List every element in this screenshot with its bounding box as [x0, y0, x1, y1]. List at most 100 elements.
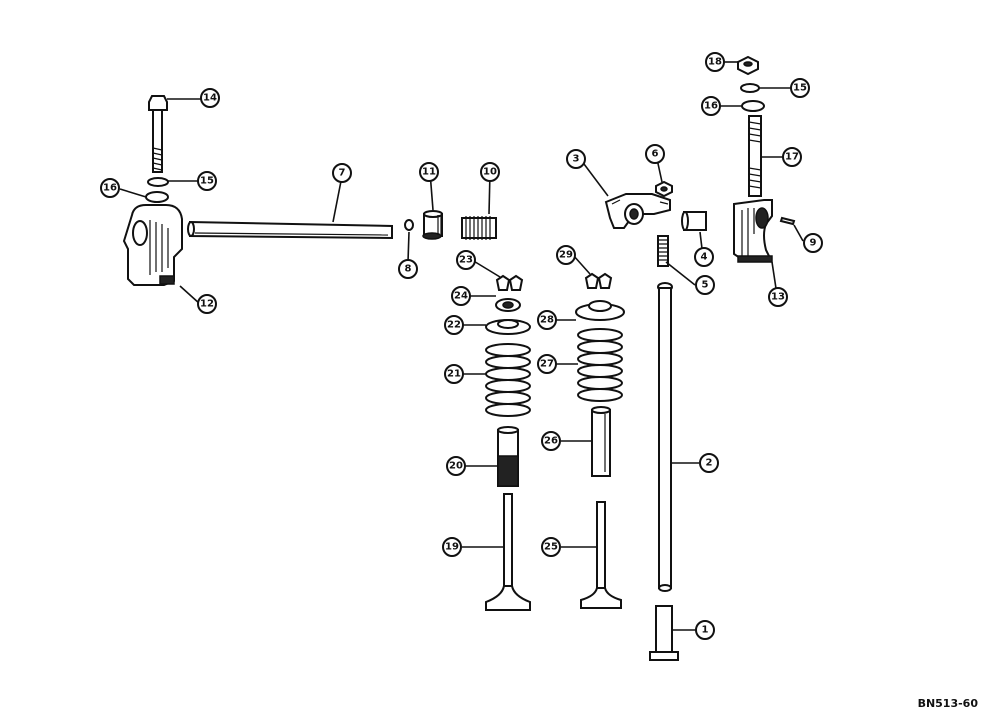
callout-24: 24 [451, 286, 471, 306]
callout-29: 29 [556, 245, 576, 265]
washer-15-left [147, 177, 169, 187]
bolt-14 [148, 95, 168, 173]
callout-circle [566, 149, 586, 169]
callout-18: 18 [705, 52, 725, 72]
callout-14: 14 [200, 88, 220, 108]
callout-circle [694, 247, 714, 267]
callout-circle [541, 431, 561, 451]
spring-retainer-28 [575, 300, 625, 321]
callout-number: 20 [449, 461, 463, 472]
washer-16-left [145, 191, 169, 203]
callout-number: 22 [447, 320, 461, 331]
callout-2: 2 [699, 453, 719, 473]
leader-lines [119, 61, 804, 631]
callout-circle [701, 96, 721, 116]
callout-23: 23 [456, 250, 476, 270]
callout-15: 15 [197, 171, 217, 191]
callout-circle [782, 147, 802, 167]
callout-number: 12 [200, 299, 214, 310]
callout-circle [556, 245, 576, 265]
shaft-spring-10 [461, 216, 497, 240]
rocker-shaft-7 [187, 220, 393, 240]
callout-number: 14 [203, 93, 217, 104]
callout-10: 10 [480, 162, 500, 182]
callout-number: 25 [544, 542, 558, 553]
valve-guide-26 [591, 406, 611, 477]
callout-number: 7 [339, 168, 346, 179]
shaft-spacer-11 [422, 210, 443, 240]
callout-circle [444, 315, 464, 335]
callout-circle [419, 162, 439, 182]
callout-number: 10 [483, 167, 497, 178]
callout-number: 16 [704, 101, 718, 112]
callout-circle [541, 537, 561, 557]
callout-number: 5 [702, 280, 709, 291]
callout-circle [537, 310, 557, 330]
tappet-1 [649, 605, 679, 661]
callout-25: 25 [541, 537, 561, 557]
callout-circle [456, 250, 476, 270]
callout-number: 6 [652, 149, 659, 160]
callout-number: 13 [771, 292, 785, 303]
callout-circle [100, 178, 120, 198]
adjusting-screw-5 [657, 235, 669, 267]
callout-circle [790, 78, 810, 98]
callout-circle [480, 162, 500, 182]
rocker-shaft-bracket-12 [122, 204, 183, 286]
push-rod-2 [657, 282, 673, 592]
callout-22: 22 [444, 315, 464, 335]
callout-circle [197, 171, 217, 191]
callout-number: 28 [540, 315, 554, 326]
callout-number: 18 [708, 57, 722, 68]
callout-6: 6 [645, 144, 665, 164]
spring-retainer-22 [485, 319, 531, 335]
callout-number: 17 [785, 152, 799, 163]
washer-15-right [740, 83, 760, 93]
callout-number: 19 [445, 542, 459, 553]
callout-7: 7 [332, 163, 352, 183]
rocker-shaft-bracket-13 [733, 199, 773, 263]
callout-circle [200, 88, 220, 108]
callout-number: 9 [810, 238, 817, 249]
callout-circle [537, 354, 557, 374]
callout-number: 8 [405, 264, 412, 275]
exhaust-valve-25 [580, 501, 622, 609]
callout-number: 16 [103, 183, 117, 194]
callout-number: 23 [459, 255, 473, 266]
callout-number: 27 [540, 359, 554, 370]
callout-number: 1 [702, 625, 709, 636]
drawing-code: BN513-60 [917, 697, 978, 710]
callout-circle [803, 233, 823, 253]
callout-number: 26 [544, 436, 558, 447]
callout-16: 16 [701, 96, 721, 116]
callout-3: 3 [566, 149, 586, 169]
stud-17 [748, 115, 762, 197]
intake-valve-19 [485, 493, 531, 611]
callout-number: 2 [706, 458, 713, 469]
valve-spring-27 [577, 328, 623, 402]
callout-12: 12 [197, 294, 217, 314]
valve-guide-20 [497, 426, 519, 487]
callout-26: 26 [541, 431, 561, 451]
callout-number: 15 [793, 83, 807, 94]
callout-19: 19 [442, 537, 462, 557]
callout-number: 3 [573, 154, 580, 165]
callout-5: 5 [695, 275, 715, 295]
valve-keepers-23 [495, 274, 524, 291]
washer-16-right [741, 100, 765, 112]
callout-circle [444, 364, 464, 384]
callout-27: 27 [537, 354, 557, 374]
callout-circle [332, 163, 352, 183]
nut-18 [737, 55, 759, 76]
callout-20: 20 [446, 456, 466, 476]
callout-circle [695, 620, 715, 640]
callout-16: 16 [100, 178, 120, 198]
shaft-plug-8 [404, 219, 414, 231]
callout-circle [446, 456, 466, 476]
callout-8: 8 [398, 259, 418, 279]
callout-11: 11 [419, 162, 439, 182]
callout-number: 15 [200, 176, 214, 187]
callout-number: 29 [559, 250, 573, 261]
callout-number: 4 [701, 252, 708, 263]
callout-number: 11 [422, 167, 436, 178]
